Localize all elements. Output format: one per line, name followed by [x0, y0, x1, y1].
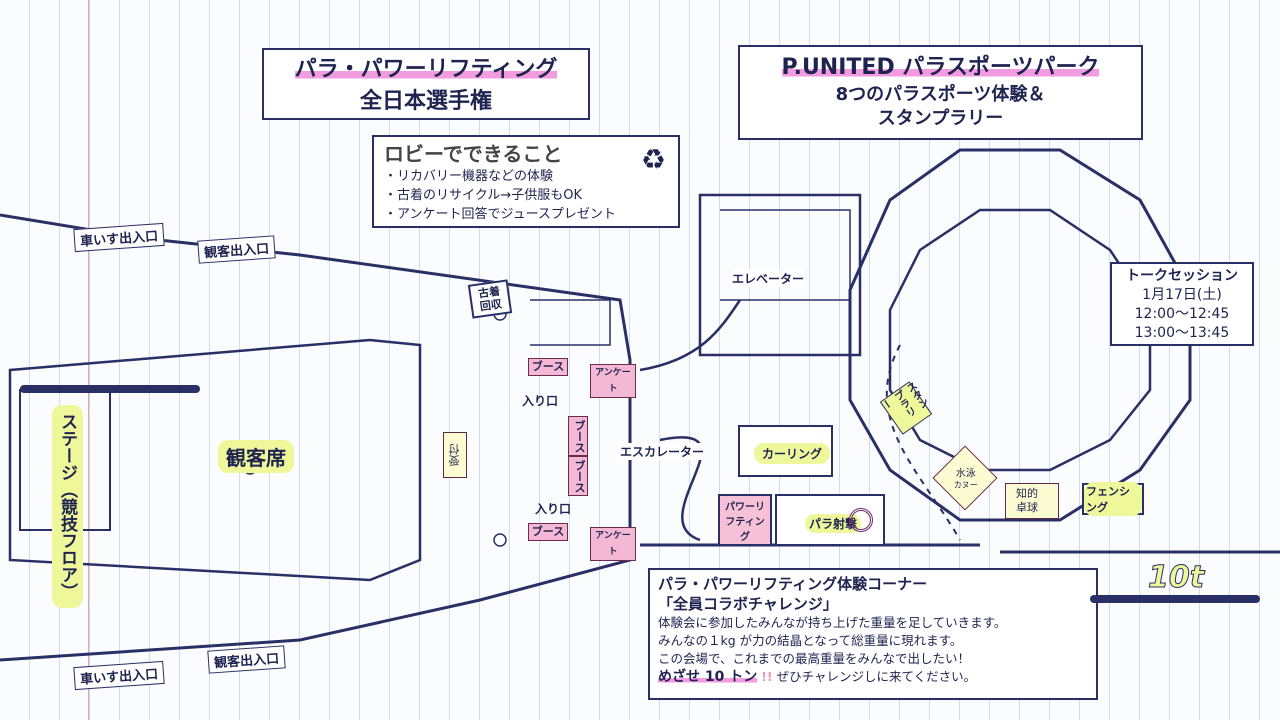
recycle-shirt-icon: ♻ [640, 143, 666, 176]
challenge-line: 体験会に参加したみんなが持ち上げた重量を足していきます。 [658, 615, 1007, 630]
event-title-box: パラ・パワーリフティング 全日本選手権 [262, 48, 590, 120]
reception-desk: 受付 [443, 432, 467, 478]
event-title-line2: 全日本選手権 [359, 89, 492, 114]
lobby-item: ・古着のリサイクル→子供服もOK [384, 188, 583, 203]
challenge-line: みんなの１kg が力の結晶となって総重量に現れます。 [658, 633, 963, 648]
challenge-subtitle: 「全員コラボチャレンジ」 [658, 595, 838, 613]
lobby-heading: ロビーでできること [384, 142, 563, 166]
ten-ton-badge: 10t [1147, 560, 1205, 596]
elevator-label: エレベーター [732, 270, 805, 287]
swim-label: 水泳 [955, 468, 976, 480]
challenge-goal: めざせ 10 トン [658, 669, 758, 685]
curling-area: カーリング [738, 425, 833, 477]
talk-session-box: トークセッション 1月17日(土) 12:00〜12:45 13:00〜13:4… [1110, 262, 1254, 346]
event-title-line1: パラ・パワーリフティング [294, 57, 558, 82]
canoe-label: カヌー [953, 480, 978, 490]
booth-label: ブース [528, 358, 568, 376]
challenge-goal-marks: !! [761, 669, 773, 684]
lobby-item: ・アンケート回答でジュースプレゼント [384, 207, 616, 222]
park-title-line2: 8つのパラスポーツ体験＆ [835, 84, 1046, 105]
park-title-line1: P.UNITED パラスポーツパーク [781, 55, 1100, 80]
challenge-title: パラ・パワーリフティング体験コーナー [658, 575, 928, 593]
target-icon [849, 508, 873, 532]
lobby-info-box: ロビーでできること ・リカバリー機器などの体験 ・古着のリサイクル→子供服もOK… [372, 135, 680, 228]
park-title-box: P.UNITED パラスポーツパーク 8つのパラスポーツ体験＆ スタンプラリー [738, 45, 1143, 140]
curling-label: カーリング [754, 443, 831, 464]
survey-label: アンケート [590, 364, 636, 398]
booth-label: ブース [568, 456, 588, 496]
survey-label: アンケート [590, 527, 636, 561]
challenge-line: この会場で、これまでの最高重量をみんなで出したい！ [658, 651, 971, 666]
entrance-label: 入り口 [535, 502, 572, 516]
lobby-item: ・リカバリー機器などの体験 [384, 169, 554, 184]
powerlifting-area: パワーリフティング [718, 494, 772, 546]
challenge-closing: ぜひチャレンジしに来てください。 [776, 669, 977, 684]
paper-margin-line [88, 0, 89, 720]
fencing-label: フェンシング [1084, 482, 1142, 516]
booth-label: ブース [528, 523, 568, 541]
challenge-info-box: パラ・パワーリフティング体験コーナー 「全員コラボチャレンジ」 体験会に参加した… [648, 568, 1098, 700]
shooting-area: パラ射撃 [775, 494, 885, 546]
shooting-label: パラ射撃 [805, 514, 862, 533]
stage-barbell-icon [20, 385, 200, 393]
escalator-label: エスカレーター [620, 443, 705, 460]
park-title-line3: スタンプラリー [877, 108, 1004, 129]
clothes-collection-label: 古着回収 [467, 279, 513, 319]
stage-label: ステージ（競技フロア） [52, 405, 83, 608]
talk-time: 12:00〜12:45 [1134, 306, 1230, 322]
barbell-icon [1090, 595, 1260, 603]
seats-label: 観客席 [218, 440, 294, 473]
talk-date: 1月17日(土) [1142, 287, 1222, 303]
fencing-area: フェンシング [1082, 482, 1144, 516]
entrance-label: 入り口 [522, 394, 559, 408]
talk-time: 13:00〜13:45 [1134, 325, 1230, 341]
table-tennis-area: 知的卓球 [1005, 483, 1059, 519]
talk-title: トークセッション [1126, 268, 1238, 284]
booth-label: ブース [568, 416, 588, 456]
